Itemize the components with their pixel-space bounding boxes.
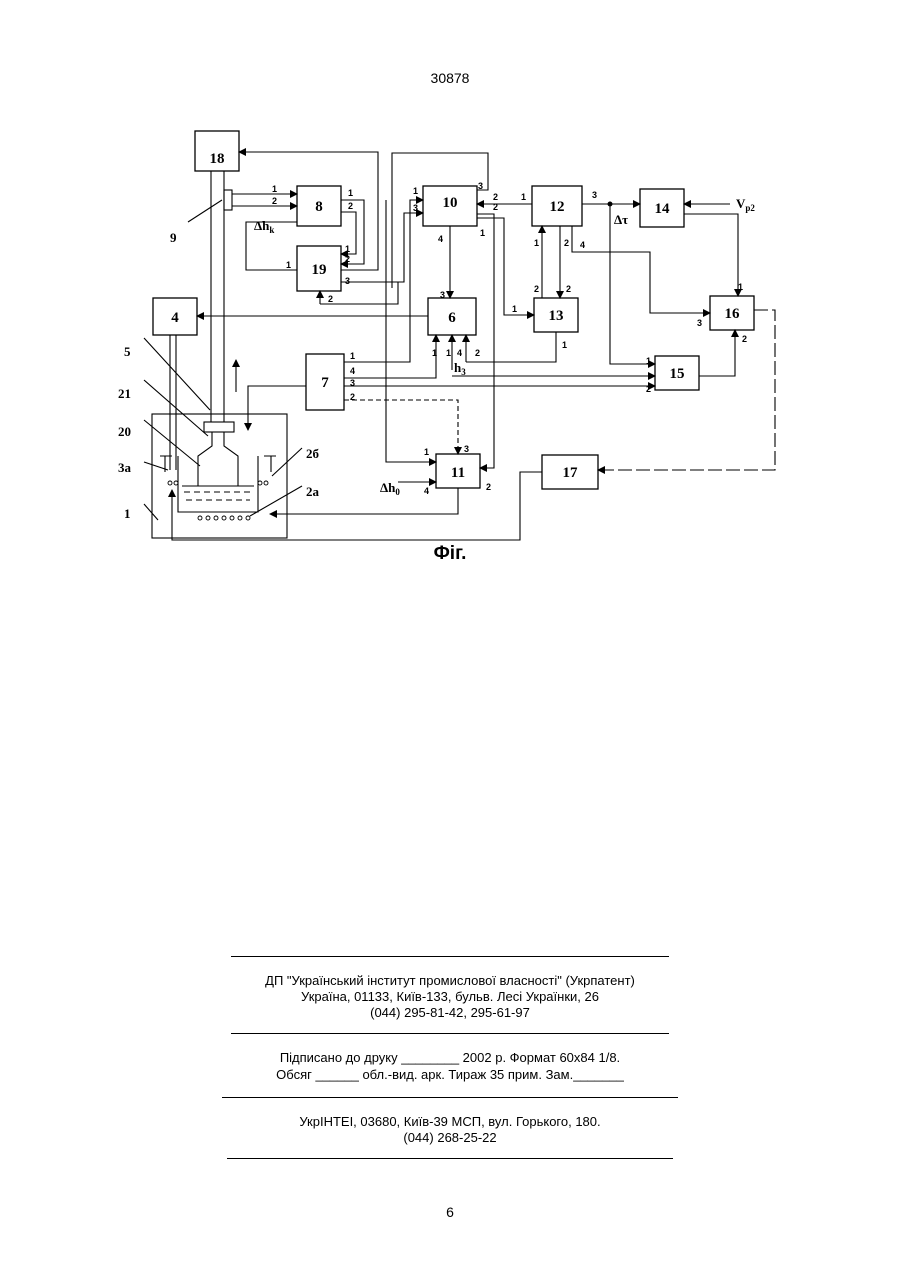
label-vp2: Vp2 [736,196,755,213]
svg-text:1: 1 [348,188,353,198]
svg-text:3: 3 [413,203,418,213]
svg-text:4: 4 [424,486,429,496]
svg-text:3: 3 [697,318,702,328]
svg-text:4: 4 [438,234,443,244]
svg-text:1: 1 [738,282,743,292]
block-10-num: 10 [443,195,458,211]
svg-text:1: 1 [424,447,429,457]
block-19-num: 19 [312,262,327,278]
imprint-ukrintei-line2: (044) 268-25-22 [0,1130,900,1146]
block-11-num: 11 [451,465,465,481]
ref-3a: 3a [118,460,132,475]
svg-text:2: 2 [475,348,480,358]
ref-1: 1 [124,506,131,521]
ref-5: 5 [124,344,131,359]
crystal [198,432,238,486]
block-15-num: 15 [670,366,685,382]
crucible [178,456,258,512]
svg-text:3: 3 [350,378,355,388]
imprint-ukrintei-line1: УкрІНТЕІ, 03680, Київ-39 МСП, вул. Горьк… [0,1114,900,1130]
svg-text:1: 1 [350,351,355,361]
svg-text:3: 3 [478,181,483,191]
imprint-org-line3: (044) 295-81-42, 295-61-97 [0,1005,900,1021]
block-diagram: 18 8 19 4 10 6 7 11 12 13 14 16 15 17 [0,0,900,560]
svg-text:1: 1 [534,238,539,248]
svg-text:2: 2 [345,254,350,264]
svg-text:1: 1 [286,260,291,270]
svg-text:4: 4 [580,240,585,250]
block-8-num: 8 [315,199,323,215]
svg-text:1: 1 [480,228,485,238]
svg-text:4: 4 [457,348,462,358]
svg-text:2: 2 [534,284,539,294]
block-17-num: 17 [563,465,579,481]
imprint-org-line2: Україна, 01133, Київ-133, бульв. Лесі Ук… [0,989,900,1005]
svg-text:2: 2 [566,284,571,294]
label-delta-hk: Δhk [254,218,274,235]
svg-text:1: 1 [646,356,651,366]
block-7-num: 7 [321,375,329,391]
svg-text:1: 1 [272,184,277,194]
imprint-org-line1: ДП "Український інститут промислової вла… [0,973,900,989]
imprint-print-line1: Підписано до друку ________ 2002 р. Форм… [0,1050,900,1066]
svg-text:3: 3 [464,444,469,454]
svg-text:2: 2 [493,202,498,212]
figure-caption: Фіг. [0,543,900,565]
pin-numbers: 12 12 123 12 13 322 41 3 1142 1432 1342 … [272,181,747,496]
imprint-print-line2: Обсяг ______ обл.-вид. арк. Тираж 35 при… [0,1067,900,1083]
svg-text:2: 2 [493,192,498,202]
label-delta-h0: Δh0 [380,480,400,497]
block-13-num: 13 [549,308,564,324]
block-16-num: 16 [725,306,741,322]
svg-text:1: 1 [432,348,437,358]
svg-text:3: 3 [592,190,597,200]
rule-4 [227,1158,673,1159]
svg-text:3: 3 [440,290,445,300]
page-number-bottom: 6 [0,1204,900,1220]
svg-text:2: 2 [486,482,491,492]
svg-text:1: 1 [413,186,418,196]
rule-2 [231,1033,669,1034]
svg-text:3: 3 [345,276,350,286]
svg-text:1: 1 [446,348,451,358]
svg-text:1: 1 [521,192,526,202]
block-6-num: 6 [448,310,456,326]
block-18-num: 18 [210,151,225,167]
label-delta-tau: Δτ [614,212,628,227]
svg-text:2: 2 [646,384,651,394]
rule-1 [231,956,669,957]
svg-text:2: 2 [348,201,353,211]
label-h3: h3 [454,360,466,377]
svg-text:1: 1 [562,340,567,350]
svg-text:1: 1 [512,304,517,314]
svg-text:2: 2 [350,392,355,402]
block-4-num: 4 [171,310,179,326]
svg-text:2: 2 [328,294,333,304]
rule-3 [222,1097,678,1098]
block-14-num: 14 [655,201,671,217]
svg-text:1: 1 [345,244,350,254]
ref-9: 9 [170,230,177,245]
svg-text:2: 2 [272,196,277,206]
svg-text:2: 2 [564,238,569,248]
ref-21: 21 [118,386,131,401]
svg-text:2: 2 [742,334,747,344]
block-12-num: 12 [550,199,565,215]
svg-text:4: 4 [350,366,355,376]
ref-20: 20 [118,424,131,439]
ref-2b: 2б [306,446,320,461]
ref-2a: 2a [306,484,320,499]
